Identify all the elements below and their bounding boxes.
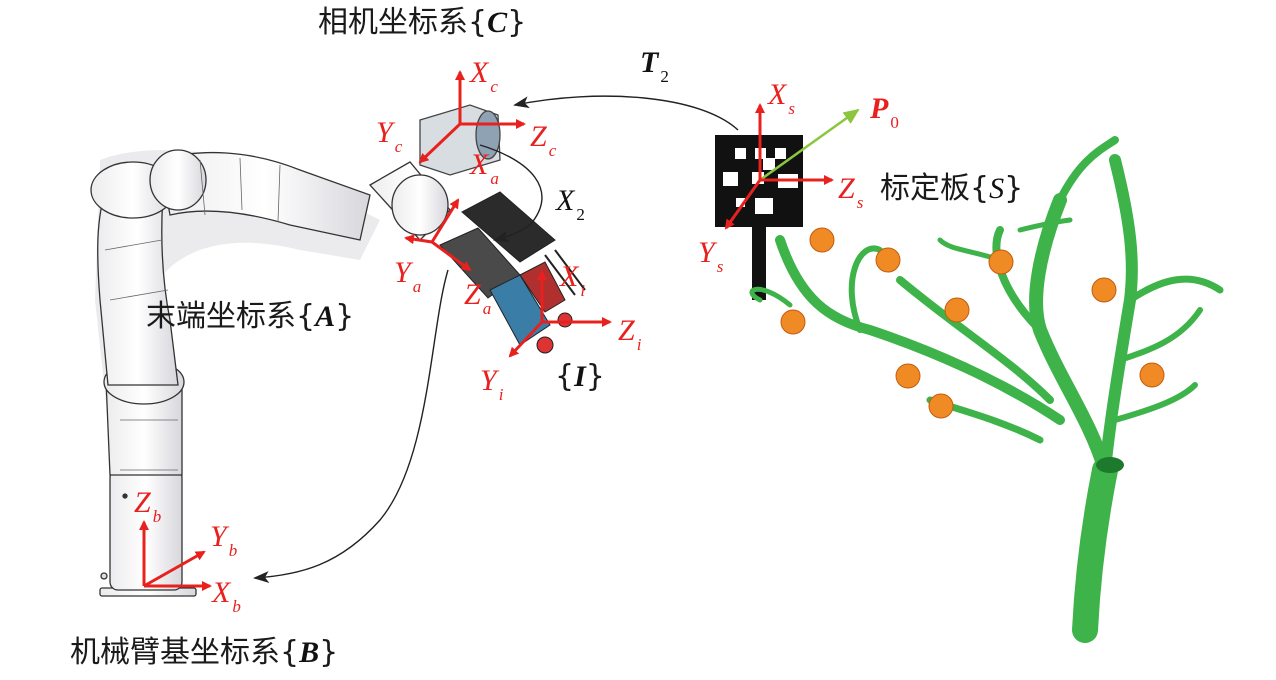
axis-za — [431, 240, 472, 272]
tree-knot — [1096, 457, 1124, 473]
fruit — [928, 393, 954, 419]
tool-frame-label: {I} — [555, 359, 605, 394]
arm-upper-link — [159, 151, 371, 241]
axis-yi — [508, 320, 544, 358]
axis-ya — [404, 234, 433, 245]
fruits — [780, 227, 1165, 419]
transform-arcs — [253, 95, 739, 584]
axis-ys — [724, 179, 762, 230]
axis-arrows — [139, 70, 834, 591]
arc-t2 — [513, 95, 739, 131]
fruit — [809, 227, 835, 253]
fruit — [988, 249, 1014, 275]
board-frame-label: 标定板{S} — [880, 171, 1024, 206]
base-frame-label: 机械臂基坐标系{B} — [70, 635, 339, 670]
axis-yc — [418, 122, 462, 164]
calibration-board-stand — [752, 215, 766, 300]
end-frame-label: 末端坐标系{A} — [146, 299, 355, 334]
axis-xa — [430, 198, 460, 243]
robot-arm — [90, 149, 451, 597]
camera-frame-label: 相机坐标系{C} — [318, 5, 527, 40]
fruit — [1091, 277, 1117, 303]
arc-base-to-end — [253, 269, 449, 584]
axis-yb — [143, 550, 206, 588]
fruit — [875, 247, 901, 273]
p0-ray — [759, 108, 860, 182]
fruit — [1139, 362, 1165, 388]
fruit — [944, 297, 970, 323]
fruit — [895, 363, 921, 389]
fruit — [780, 309, 806, 335]
arc-x2 — [479, 144, 543, 243]
tree — [749, 136, 1224, 643]
